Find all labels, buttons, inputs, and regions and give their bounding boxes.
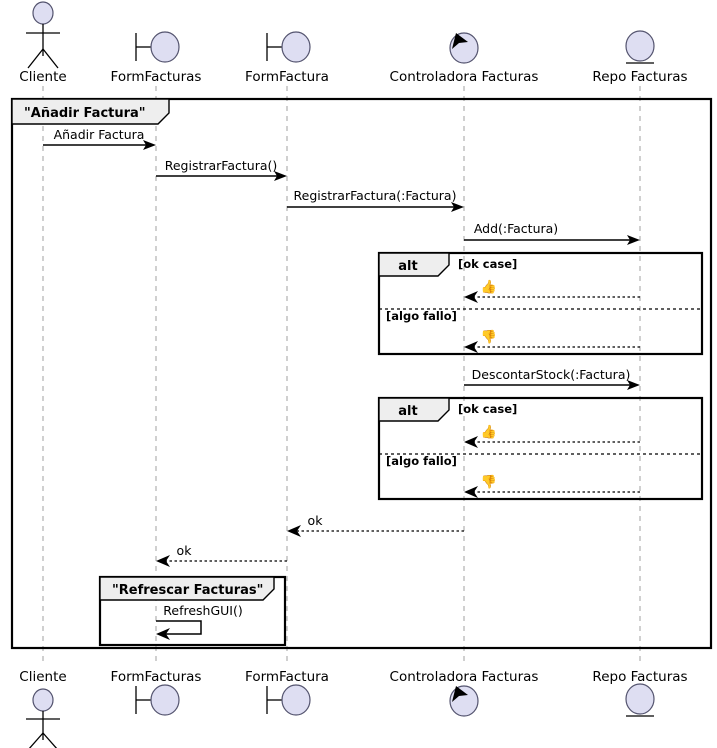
- message-add-factura[interactable]: Add(:Factura): [464, 221, 640, 245]
- control-arrow-icon: [452, 686, 468, 702]
- message-label: DescontarStock(:Factura): [472, 367, 631, 382]
- participant-controladora-facturas-bottom[interactable]: Controladora Facturas: [390, 669, 539, 717]
- control-circle-icon: [449, 685, 479, 717]
- message-label: RegistrarFactura(): [165, 158, 278, 173]
- message-arrowhead: [464, 436, 478, 448]
- message-label: RegistrarFactura(:Factura): [294, 188, 457, 203]
- actor-leg-left-icon: [27, 48, 44, 69]
- actor-leg-right-icon: [42, 48, 59, 69]
- participant-repo-facturas-bottom[interactable]: Repo Facturas: [592, 669, 688, 717]
- message-arrowhead: [464, 341, 478, 353]
- participant-controladora-facturas-top[interactable]: Controladora Facturas: [390, 32, 539, 85]
- message-return-fail-1[interactable]: 👎: [464, 329, 640, 353]
- main-frame-tab: [11, 98, 170, 125]
- participant-label-formfacturas-bottom: FormFacturas: [111, 669, 202, 685]
- nested-frame-refrescar-facturas[interactable]: "Refrescar Facturas" RefreshGUI(): [98, 575, 287, 647]
- message-label: Add(:Factura): [474, 221, 558, 236]
- alt-fragment-tab: [378, 397, 450, 422]
- thumbs-up-icon: 👍: [481, 279, 497, 295]
- alt-fragment-1[interactable]: alt [ok case] 👍 [algo fallo] 👎: [377, 251, 704, 356]
- participant-formfactura-bottom[interactable]: FormFactura: [245, 669, 329, 716]
- participant-formfacturas-top[interactable]: FormFacturas: [111, 31, 202, 85]
- participant-label-formfacturas-top: FormFacturas: [111, 69, 202, 85]
- alt-fragment-operator: alt: [398, 404, 417, 419]
- message-label: ok: [308, 513, 324, 528]
- alt-fragment-2[interactable]: alt [ok case] 👍 [algo fallo] 👎: [377, 396, 704, 501]
- alt-fragment-tab: [378, 252, 450, 277]
- participants-top: Cliente FormFacturas FormFactura Control…: [19, 1, 688, 85]
- main-frame-title: "Añadir Factura": [24, 106, 146, 121]
- message-ok-formfactura-formfacturas[interactable]: ok: [156, 543, 287, 567]
- message-label: RefreshGUI(): [163, 603, 242, 618]
- message-anadir-factura[interactable]: Añadir Factura: [43, 127, 156, 150]
- participant-label-cliente-bottom: Cliente: [19, 669, 66, 685]
- message-return-fail-2[interactable]: 👎: [464, 474, 640, 498]
- main-frame[interactable]: "Añadir Factura": [10, 97, 713, 650]
- thumbs-down-icon: 👎: [481, 474, 497, 490]
- message-arrowhead: [627, 235, 640, 245]
- alt-guard-ok-case: [ok case]: [458, 402, 517, 416]
- participant-cliente-top[interactable]: Cliente: [19, 1, 67, 85]
- message-ok-controladora-formfactura[interactable]: ok: [287, 513, 464, 537]
- participant-cliente-bottom[interactable]: Cliente: [19, 669, 67, 748]
- actor-head-icon: [32, 688, 54, 712]
- alt-guard-ok-case: [ok case]: [458, 257, 517, 271]
- main-frame-border: [10, 97, 713, 650]
- alt-guard-algo-fallo: [algo fallo]: [386, 454, 457, 468]
- entity-circle-icon: [625, 30, 655, 62]
- message-arrowhead: [627, 380, 640, 390]
- alt-guard-algo-fallo: [algo fallo]: [386, 309, 457, 323]
- message-label: ok: [177, 543, 193, 558]
- participant-formfacturas-bottom[interactable]: FormFacturas: [111, 669, 202, 716]
- entity-circle-icon: [625, 683, 655, 715]
- message-arrowhead: [156, 628, 170, 640]
- participants-bottom: Cliente FormFacturas FormFactura Control…: [19, 669, 688, 748]
- alt-fragment-border: [377, 396, 704, 501]
- participant-label-cliente-top: Cliente: [19, 69, 66, 85]
- message-arrowhead: [287, 525, 301, 537]
- message-refreshgui-self[interactable]: RefreshGUI(): [156, 603, 243, 640]
- participant-label-formfactura-bottom: FormFactura: [245, 669, 329, 685]
- message-arrowhead: [143, 140, 156, 150]
- thumbs-up-icon: 👍: [481, 424, 497, 440]
- boundary-circle-icon: [150, 31, 180, 63]
- thumbs-down-icon: 👎: [481, 329, 497, 345]
- message-arrowhead: [464, 291, 478, 303]
- message-descontarstock[interactable]: DescontarStock(:Factura): [464, 367, 640, 390]
- boundary-circle-icon: [281, 684, 311, 716]
- message-arrowhead: [156, 555, 170, 567]
- control-circle-icon: [449, 32, 479, 64]
- participant-label-controladora-facturas-top: Controladora Facturas: [390, 69, 539, 85]
- participant-formfactura-top[interactable]: FormFactura: [245, 31, 329, 85]
- actor-leg-right-icon: [42, 732, 58, 748]
- participant-repo-facturas-top[interactable]: Repo Facturas: [592, 30, 688, 85]
- message-registrarfactura-factura[interactable]: RegistrarFactura(:Factura): [287, 188, 464, 212]
- actor-head-icon: [32, 1, 54, 25]
- participant-label-controladora-facturas-bottom: Controladora Facturas: [390, 669, 539, 685]
- boundary-circle-icon: [150, 684, 180, 716]
- message-arrowhead: [274, 171, 287, 181]
- boundary-circle-icon: [281, 31, 311, 63]
- message-return-ok-2[interactable]: 👍: [464, 424, 640, 448]
- message-label: Añadir Factura: [54, 127, 145, 142]
- nested-frame-tab: [99, 576, 275, 601]
- participant-label-formfactura-top: FormFactura: [245, 69, 329, 85]
- message-self-line: [156, 620, 202, 635]
- participant-label-repo-facturas-bottom: Repo Facturas: [592, 669, 687, 685]
- message-arrowhead: [451, 202, 464, 212]
- lifeline-lines: [42, 86, 641, 666]
- participant-label-repo-facturas-top: Repo Facturas: [592, 69, 687, 85]
- alt-fragment-border: [377, 251, 704, 356]
- alt-fragment-operator: alt: [398, 259, 417, 274]
- message-registrarfactura[interactable]: RegistrarFactura(): [156, 158, 287, 181]
- nested-frame-title: "Refrescar Facturas": [112, 583, 263, 598]
- message-arrowhead: [464, 486, 478, 498]
- message-return-ok-1[interactable]: 👍: [464, 279, 640, 303]
- control-arrow-icon: [452, 33, 468, 49]
- actor-leg-left-icon: [28, 732, 44, 748]
